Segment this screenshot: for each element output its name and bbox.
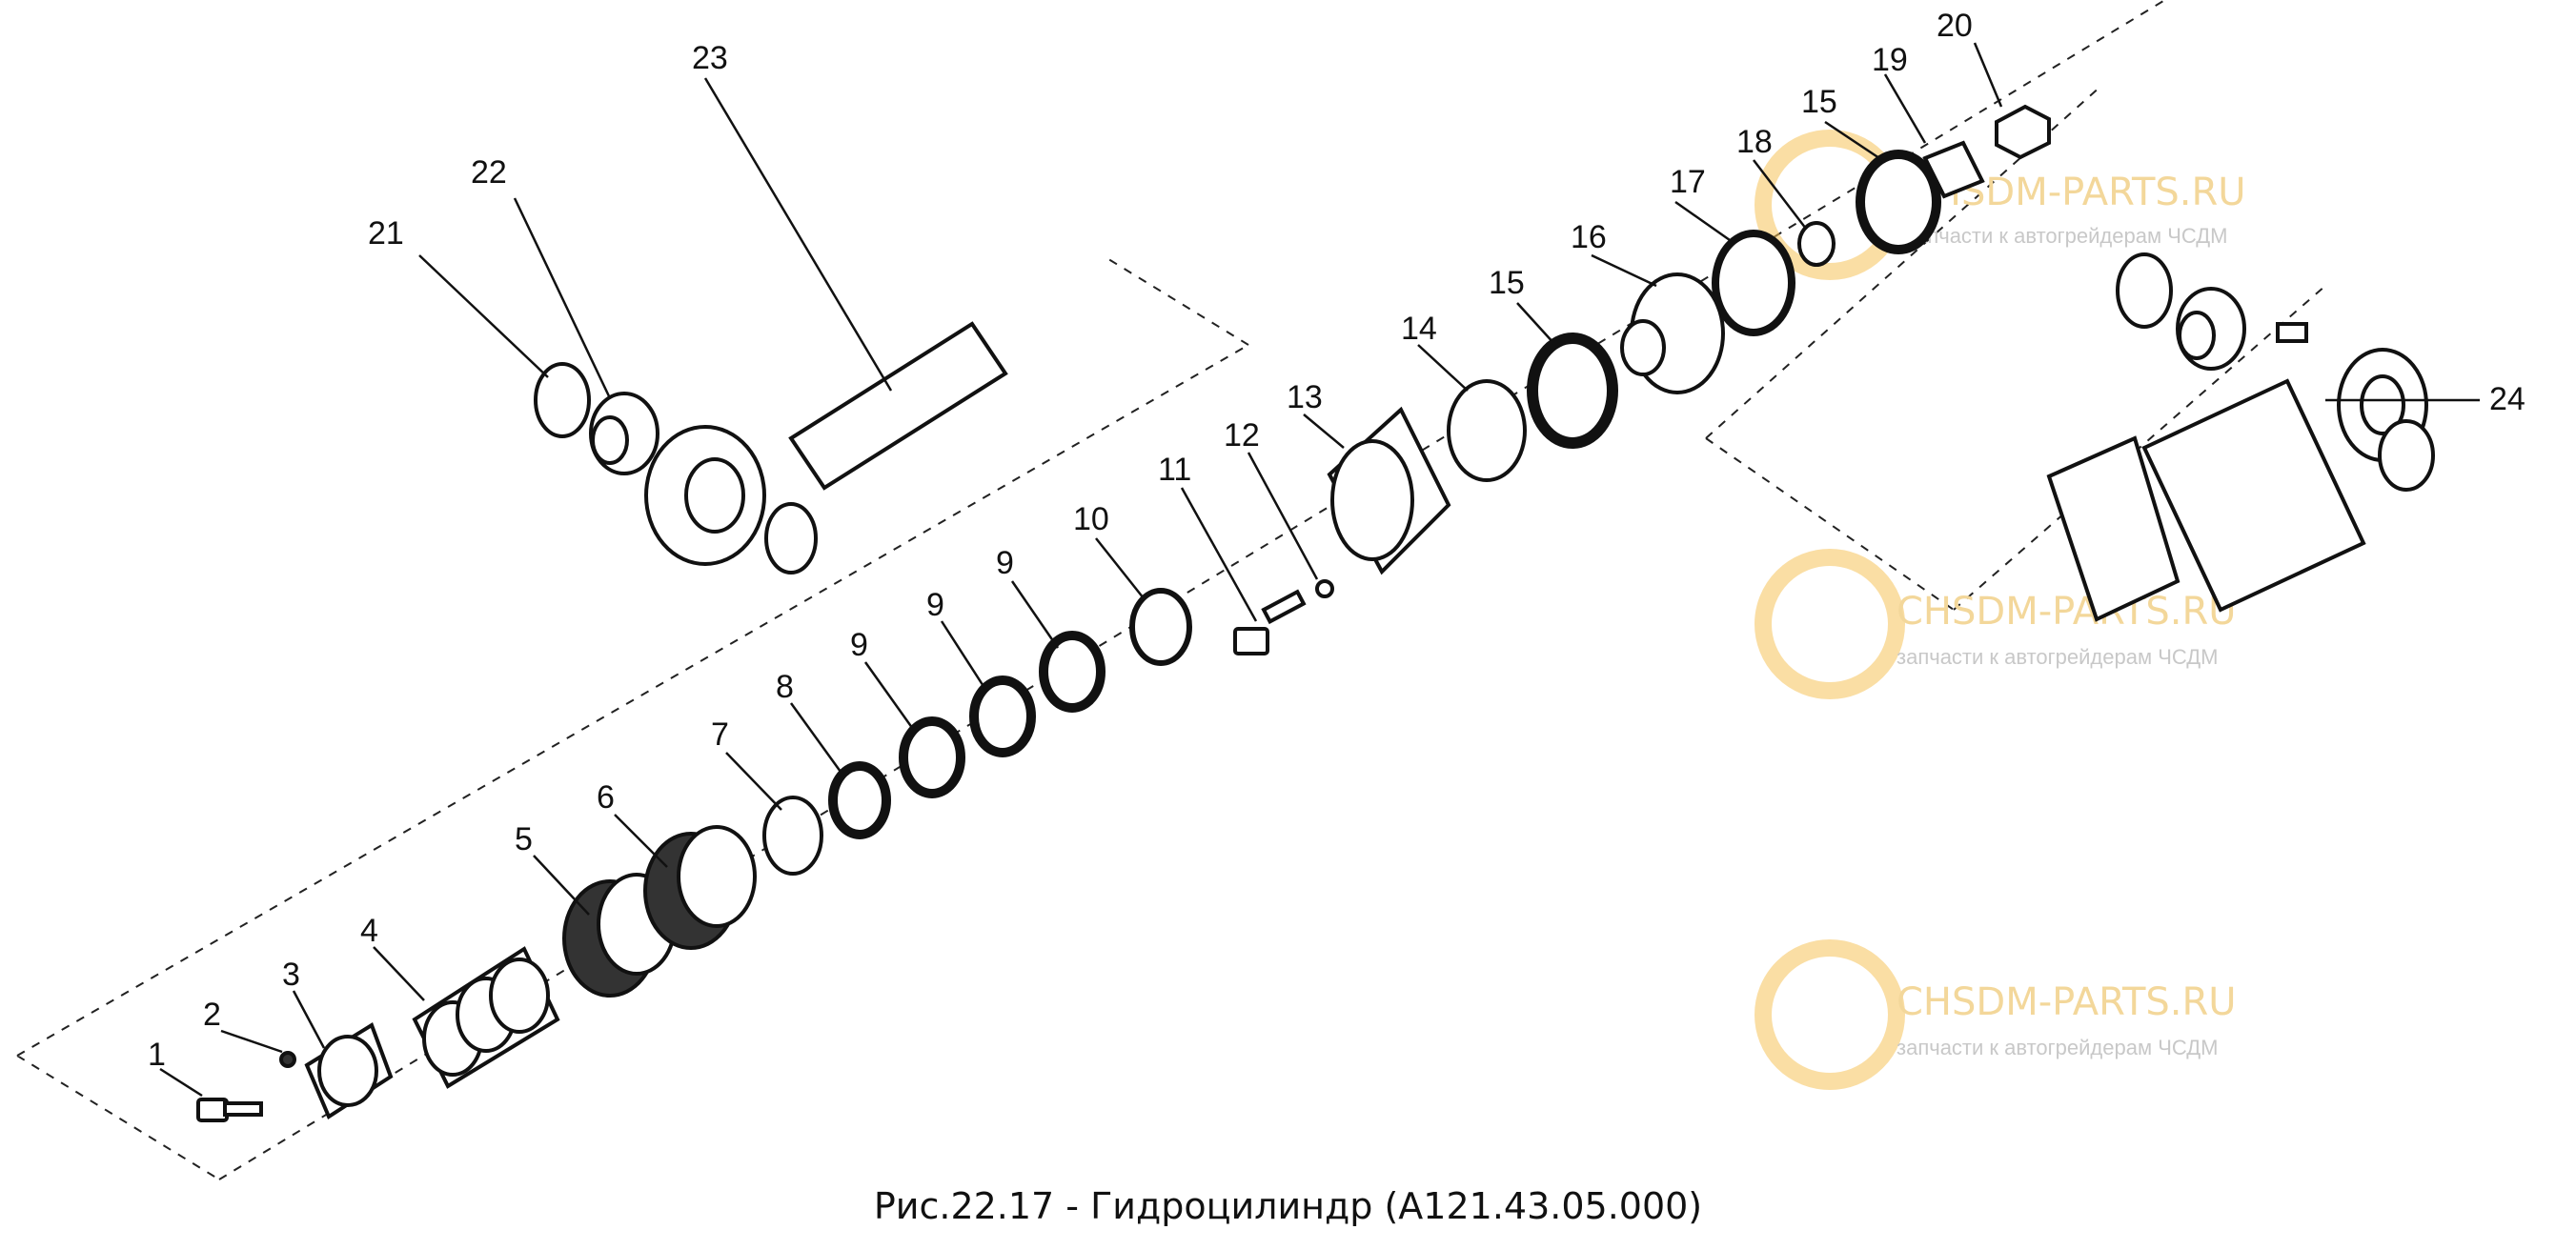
callout-4: 4 xyxy=(360,913,378,949)
part-cylinder-24 xyxy=(2046,252,2435,622)
callout-14: 14 xyxy=(1401,311,1437,347)
figure-caption: Рис.22.17 - Гидроцилиндр (А121.43.05.000… xyxy=(873,1185,1703,1227)
callout-17: 17 xyxy=(1670,164,1706,200)
part-ring-8 xyxy=(828,761,891,839)
callout-6: 6 xyxy=(597,779,615,816)
callout-11: 11 xyxy=(1158,452,1191,488)
leader-lines xyxy=(159,42,2480,1098)
part-ring-14 xyxy=(1447,379,1527,482)
part-washer-2 xyxy=(279,1051,296,1068)
part-circlip-24c xyxy=(2378,419,2435,492)
callout-9a: 9 xyxy=(850,627,868,663)
callout-19: 19 xyxy=(1872,42,1908,78)
watermark-1: CHSDM-PARTS.RU запчасти к автогрейдерам … xyxy=(1755,130,2246,280)
part-circlip-21 xyxy=(534,362,591,438)
callout-2: 2 xyxy=(203,997,221,1033)
part-ring-7 xyxy=(762,796,823,876)
watermark-subtitle: запчасти к автогрейдерам ЧСДМ xyxy=(1906,224,2228,248)
part-nut-20 xyxy=(1995,104,2051,160)
part-ring-9a xyxy=(899,716,965,798)
watermark-subtitle: запчасти к автогрейдерам ЧСДМ xyxy=(1897,645,2219,669)
part-ring-9b xyxy=(969,675,1036,757)
part-ring-18 xyxy=(1797,221,1836,267)
part-circlip-24a xyxy=(2116,252,2173,329)
part-rod-23 xyxy=(644,321,1008,575)
part-ring-10 xyxy=(1129,588,1192,666)
watermark-2: CHSDM-PARTS.RU запчасти к автогрейдерам … xyxy=(1755,549,2237,699)
callout-23: 23 xyxy=(692,40,728,76)
callout-21: 21 xyxy=(368,215,404,252)
watermark-title: CHSDM-PARTS.RU xyxy=(1897,590,2237,634)
callout-15b: 15 xyxy=(1801,84,1837,120)
watermark-subtitle: запчасти к автогрейдерам ЧСДМ xyxy=(1897,1036,2219,1059)
part-ring-17 xyxy=(1712,230,1795,336)
callout-8: 8 xyxy=(776,669,794,705)
callout-9b: 9 xyxy=(926,587,944,623)
part-circlip-21b xyxy=(764,502,818,575)
part-flange-3 xyxy=(304,1022,394,1119)
callout-20: 20 xyxy=(1937,8,1973,44)
callout-10: 10 xyxy=(1073,501,1109,537)
callout-16: 16 xyxy=(1571,219,1607,255)
callout-3: 3 xyxy=(282,957,300,993)
callout-1: 1 xyxy=(148,1037,166,1073)
callout-24: 24 xyxy=(2489,381,2525,417)
part-bolt-1 xyxy=(196,1098,263,1122)
part-bearing-22 xyxy=(589,392,659,475)
watermark-title: CHSDM-PARTS.RU xyxy=(1897,980,2237,1024)
callout-15a: 15 xyxy=(1489,265,1525,301)
part-packing-5 xyxy=(562,873,677,998)
part-washer-12 xyxy=(1315,579,1334,598)
watermark-3: CHSDM-PARTS.RU запчасти к автогрейдерам … xyxy=(1755,939,2237,1090)
part-ring-9c xyxy=(1039,631,1105,713)
parts xyxy=(196,104,2435,1122)
callout-5: 5 xyxy=(515,821,533,857)
callout-12: 12 xyxy=(1224,417,1260,454)
part-bolt-11 xyxy=(1233,589,1307,655)
callout-13: 13 xyxy=(1287,379,1323,415)
part-grease-fitting xyxy=(2276,322,2308,343)
callout-22: 22 xyxy=(471,154,507,191)
callout-7: 7 xyxy=(711,716,729,753)
callout-18: 18 xyxy=(1736,124,1773,160)
part-plate-4 xyxy=(412,946,560,1089)
part-bearing-24b xyxy=(2176,287,2246,371)
part-lock-washer-19 xyxy=(1922,140,1985,199)
callout-numbers: 1 2 3 4 5 6 7 8 9 9 9 9 10 11 12 13 14 1… xyxy=(148,8,2525,1073)
part-piston-16 xyxy=(1620,272,1725,394)
callout-9c: 9 xyxy=(996,545,1014,581)
part-packing-6 xyxy=(643,825,757,950)
part-flange-13 xyxy=(1327,406,1451,575)
part-seal-15 xyxy=(1527,333,1618,449)
part-seal-15b xyxy=(1856,150,1941,254)
